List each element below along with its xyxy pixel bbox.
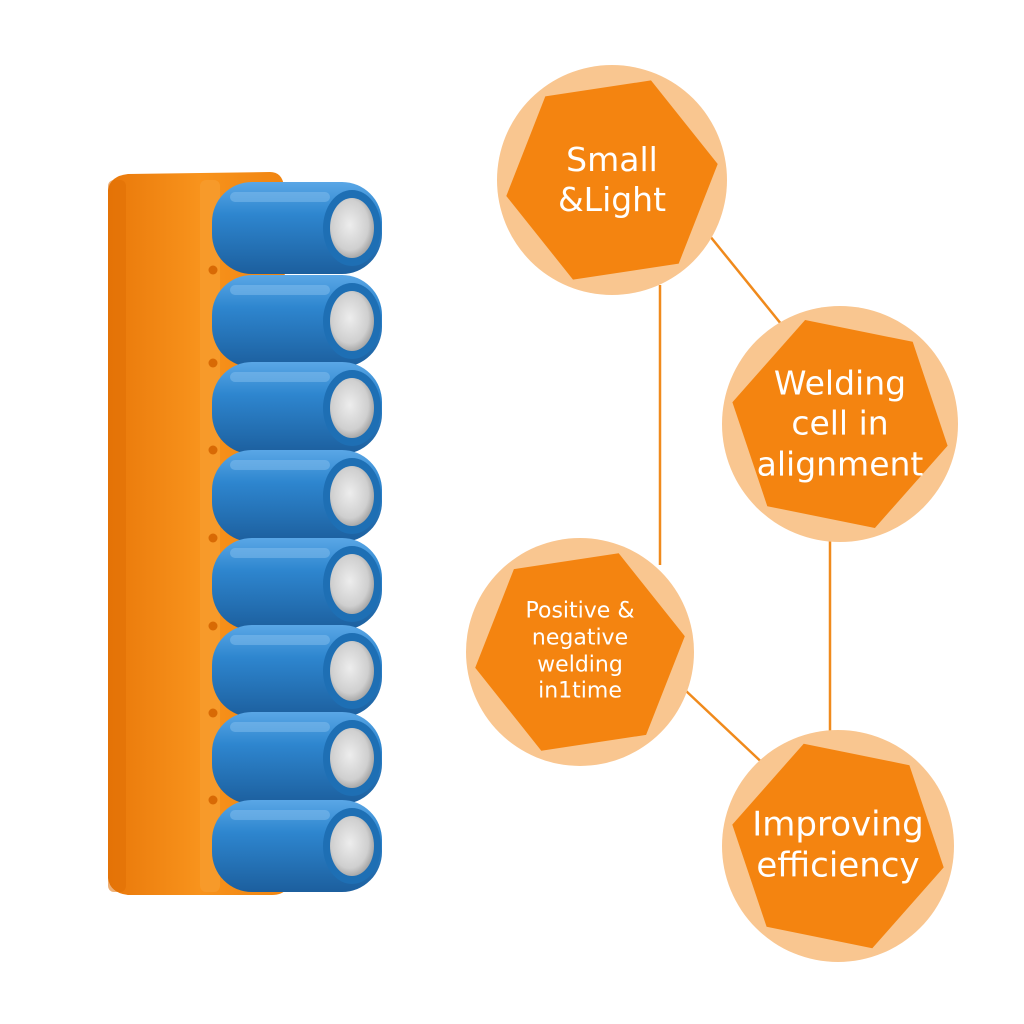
battery-cell: [212, 275, 382, 367]
holder-peg-hole: [208, 795, 218, 805]
cell-highlight: [230, 810, 330, 820]
cell-highlight: [230, 722, 330, 732]
cell-cap: [330, 816, 374, 876]
badge-hexagon: [732, 743, 944, 949]
badge-label-small-light: Small&Light: [558, 140, 666, 221]
badge-line: cell in: [791, 403, 889, 443]
badge-improving-efficiency: [722, 730, 954, 962]
cell-cap: [330, 378, 374, 438]
holder-peg-hole: [208, 358, 218, 368]
badge-small-light: [497, 65, 727, 295]
battery-holder: [108, 172, 382, 895]
battery-cell: [212, 450, 382, 542]
holder-peg-hole: [208, 265, 218, 275]
battery-cells: [208, 182, 382, 892]
feature-badges: [466, 65, 958, 962]
badge-line: alignment: [756, 444, 924, 484]
cell-cap: [330, 728, 374, 788]
cell-cap: [330, 554, 374, 614]
cell-cap: [330, 466, 374, 526]
cell-cap: [330, 291, 374, 351]
badge-line: in1time: [538, 678, 622, 704]
cell-highlight: [230, 460, 330, 470]
cell-highlight: [230, 285, 330, 295]
holder-peg-hole: [208, 708, 218, 718]
badge-line: Positive &: [525, 598, 635, 624]
badge-line: &Light: [557, 180, 667, 219]
cell-highlight: [230, 192, 330, 202]
badge-positive-negative: [466, 538, 694, 766]
badge-line: negative: [531, 625, 629, 651]
badge-hexagon: [732, 320, 948, 528]
battery-cell: [212, 182, 382, 274]
battery-cell: [212, 712, 382, 804]
holder-side-shade: [108, 180, 126, 892]
battery-cell: [212, 625, 382, 717]
badge-hexagon: [506, 80, 718, 280]
holder-peg-hole: [208, 445, 218, 455]
holder-peg-hole: [208, 533, 218, 543]
connector-line: [704, 229, 791, 336]
badge-line: efficiency: [756, 846, 920, 886]
badge-line: Welding: [773, 363, 907, 403]
badge-hexagon: [475, 553, 685, 751]
battery-cell: [212, 362, 382, 454]
badge-line: welding: [537, 652, 623, 677]
cell-cap: [330, 641, 374, 701]
holder-peg-hole: [208, 621, 218, 631]
badge-line: Improving: [752, 804, 924, 845]
connector-line: [684, 689, 771, 771]
cell-highlight: [230, 548, 330, 558]
badge-welding-alignment: [722, 306, 958, 542]
badge-line: Small: [566, 139, 658, 179]
cell-cap: [330, 198, 374, 258]
cell-highlight: [230, 635, 330, 645]
battery-cell: [212, 800, 382, 892]
cell-highlight: [230, 372, 330, 382]
battery-cell: [212, 538, 382, 630]
connector-lines: [658, 229, 832, 771]
